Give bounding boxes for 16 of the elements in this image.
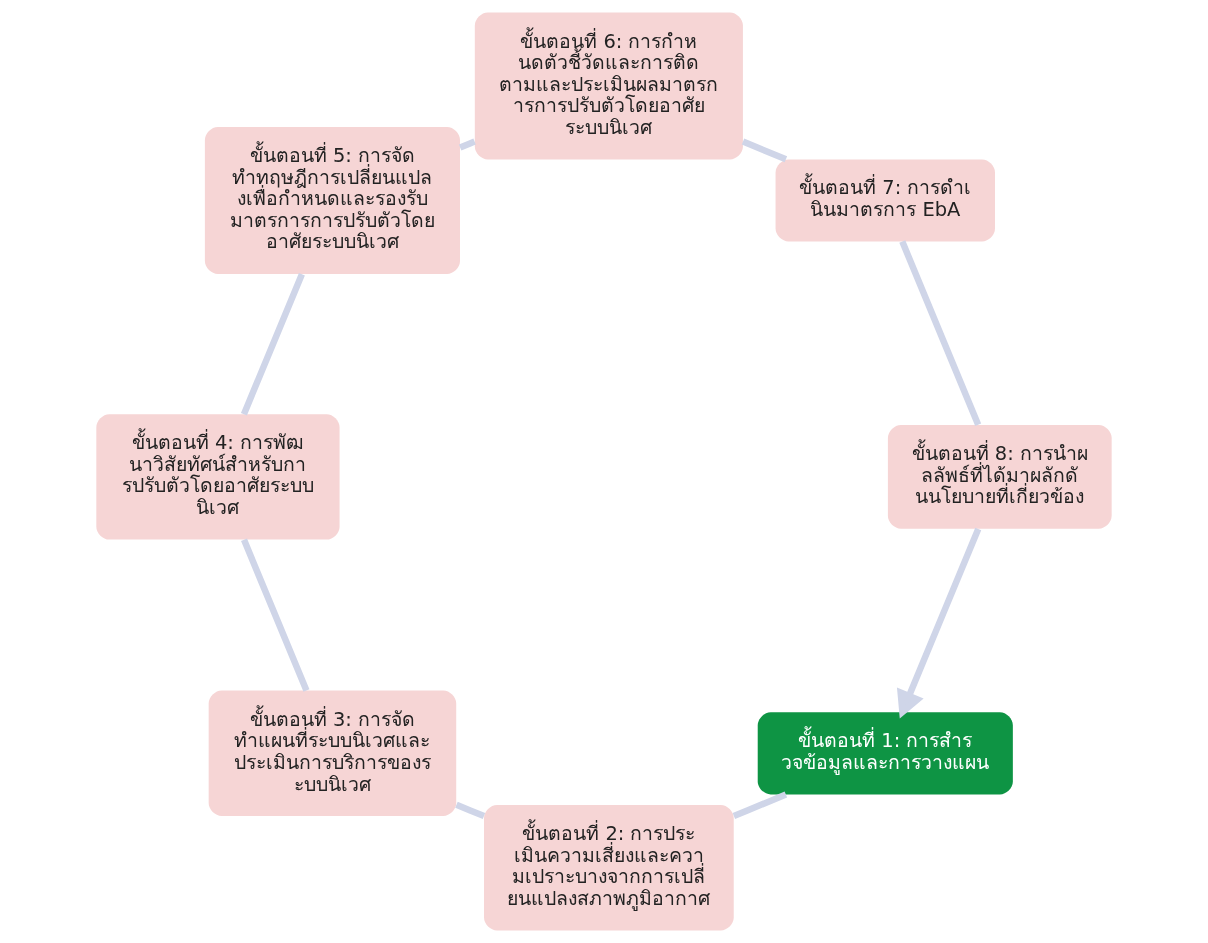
node-box: ขั้นตอนที่ 1: การสำรวจข้อมูลและการวางแผน [757, 712, 1013, 795]
node-box: ขั้นตอนที่ 6: การกำหนดตัวชี้วัดและการติดตามและประเมินผลมาตรการการปรับตัวโดยอาศัยระบบนิเวศ [474, 12, 743, 160]
connector [455, 801, 486, 820]
node-box: ขั้นตอนที่ 4: การพัฒนาวิสัยทัศน์สำหรับการปรับตัวโดยอาศัยระบบนิเวศ [96, 414, 340, 540]
node-box: ขั้นตอนที่ 3: การจัดทำแผนที่ระบบนิเวศและประเมินการบริการของระบบนิเวศ [208, 690, 457, 817]
connector [241, 538, 310, 692]
node-box: ขั้นตอนที่ 5: การจัดทำทฤษฎีการเปลี่ยนแปลงเพื่อกำหนดและรองรับมาตรการการปรับตัวโดยอาศัยระบบนิเวศ [204, 126, 460, 274]
connector [732, 791, 788, 820]
node-box: ขั้นตอนที่ 8: การนำผลลัพธ์ที่ได้มาผลักดันนโยบายที่เกี่ยวข้อง [887, 425, 1112, 529]
node-box: ขั้นตอนที่ 7: การดำเนินมาตรการ EbA [775, 159, 995, 242]
connector [899, 240, 982, 426]
connector [458, 138, 476, 151]
arrow [896, 527, 982, 719]
connector [741, 138, 788, 163]
connector [240, 273, 305, 416]
node-box: ขั้นตอนที่ 2: การประเมินความเสี่ยงและความเปราะบางจากการเปลี่ยนแปลงสภาพภูมิอากาศ [484, 805, 734, 931]
